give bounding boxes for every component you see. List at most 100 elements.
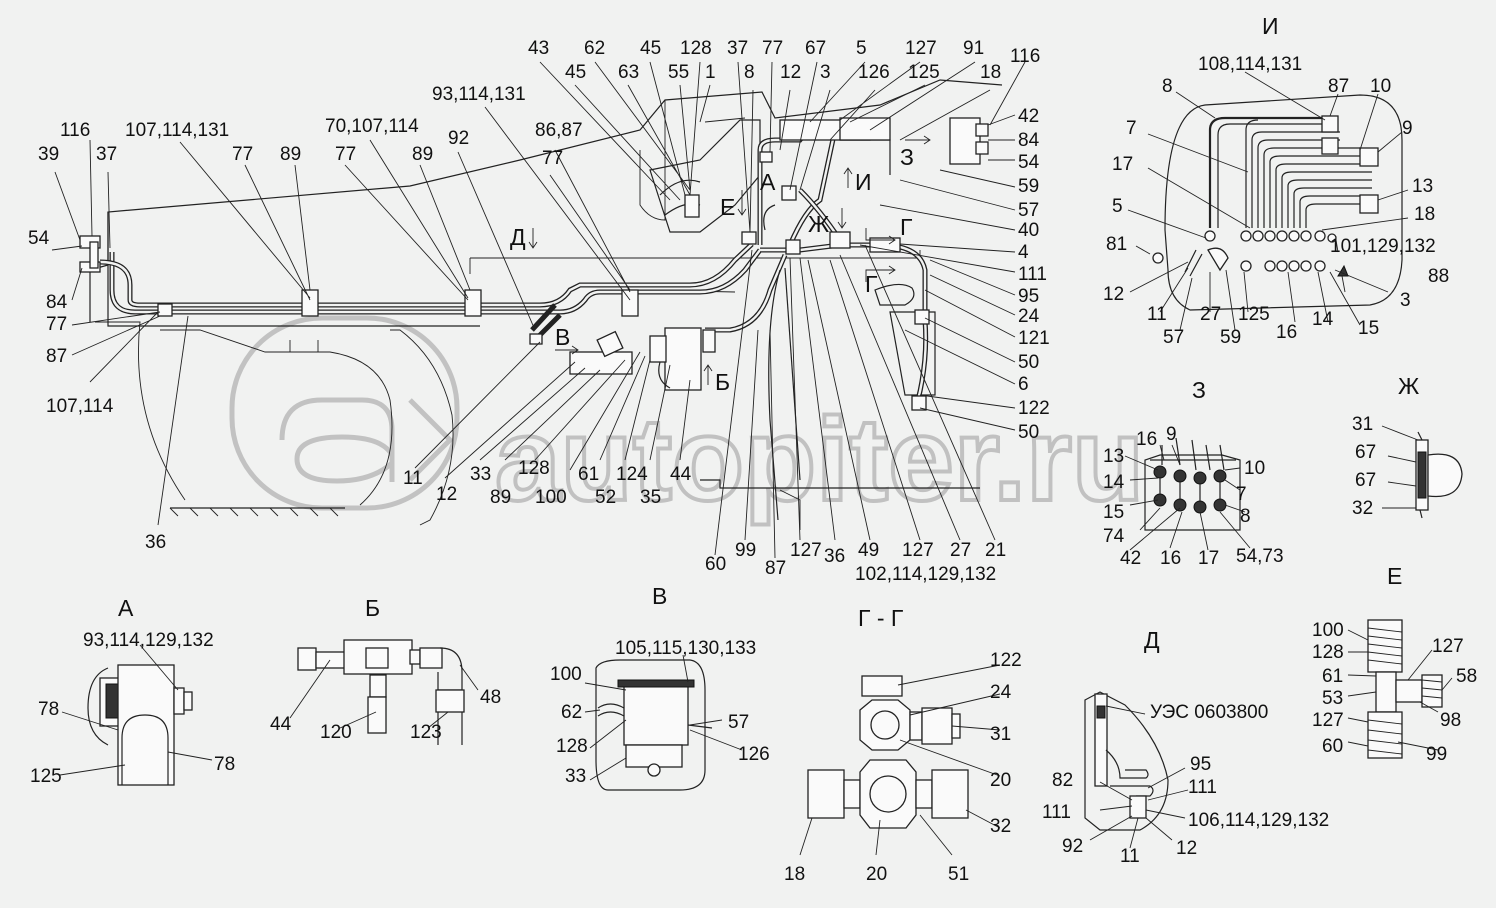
callout-label: 122 xyxy=(990,650,1022,671)
section-v: В 105,115,130,133 100 62 128 33 57 126 xyxy=(550,583,770,791)
callout-label: 107,114 xyxy=(46,396,114,417)
callout-label: 62 xyxy=(561,702,582,723)
callout-label: 100 xyxy=(535,487,567,508)
callout-label: 111 xyxy=(1188,777,1217,798)
callout-label: 127 xyxy=(790,540,822,561)
callout-label: 4 xyxy=(1018,242,1029,263)
callout-label: 13 xyxy=(1412,176,1433,197)
main-components xyxy=(79,117,989,411)
callout-label: 11 xyxy=(403,468,423,489)
callout-label: 50 xyxy=(1018,422,1039,443)
callout-label: 5 xyxy=(856,38,867,59)
callout-label: 12 xyxy=(1103,284,1124,305)
callout-label: 92 xyxy=(448,128,469,149)
callout-label: 126 xyxy=(738,744,770,765)
callout-label: 32 xyxy=(1352,498,1373,519)
callout-label: 35 xyxy=(640,487,661,508)
callout-label: 89 xyxy=(490,487,511,508)
callout-label: 93,114,129,132 xyxy=(83,630,214,651)
callout-label: 125 xyxy=(908,62,940,83)
callout-label: 93,114,131 xyxy=(432,84,526,105)
callout-label: 59 xyxy=(1220,327,1241,348)
callout-label: 120 xyxy=(320,722,352,743)
callout-label: 67 xyxy=(805,38,826,59)
section-title: Д xyxy=(1144,627,1160,653)
section-title: Е xyxy=(1387,563,1402,589)
callout-label: 7 xyxy=(1126,118,1137,139)
view-marker: Б xyxy=(715,369,730,395)
callout-label: 36 xyxy=(824,546,845,567)
callout-label: 77 xyxy=(762,38,783,59)
callout-label: 20 xyxy=(866,864,887,885)
callout-label: 128 xyxy=(1312,642,1344,663)
callout-label: 6 xyxy=(1018,374,1029,395)
view-marker: Е xyxy=(720,194,735,220)
callout-label: 14 xyxy=(1103,472,1125,493)
callout-label: 9 xyxy=(1166,424,1177,445)
view-marker: Ж xyxy=(808,211,829,237)
callout-label: 63 xyxy=(618,62,639,83)
main-leaders xyxy=(51,61,1026,559)
callout-label: 3 xyxy=(820,62,831,83)
callout-label: 86,87 xyxy=(535,120,583,141)
view-marker: И xyxy=(855,169,872,195)
callout-label: 9 xyxy=(1402,118,1413,139)
section-title: Б xyxy=(365,595,380,621)
callout-label: 8 xyxy=(1162,76,1173,97)
callout-label: 42 xyxy=(1120,548,1141,569)
callout-label: 60 xyxy=(1322,736,1343,757)
callout-label: 58 xyxy=(1456,666,1477,687)
callout-label: 50 xyxy=(1018,352,1039,373)
callout-label: 57 xyxy=(728,712,749,733)
callout-label: 61 xyxy=(1322,666,1343,687)
callout-label: 15 xyxy=(1358,318,1379,339)
callout-label: 123 xyxy=(410,722,442,743)
callout-label: 108,114,131 xyxy=(1198,54,1302,75)
callout-label: 67 xyxy=(1355,442,1376,463)
callout-label: 14 xyxy=(1312,309,1334,330)
callout-label: 100 xyxy=(1312,620,1344,641)
callout-label: 57 xyxy=(1018,200,1039,221)
callout-label: 7 xyxy=(1236,484,1247,505)
callout-label: 24 xyxy=(1018,306,1040,327)
section-b: Б 44 120 123 48 xyxy=(270,595,501,745)
callout-label: 87 xyxy=(765,558,786,579)
section-d: Д УЭС 0603800 95 82 111 111 106,114,129,… xyxy=(1042,627,1329,867)
view-marker: А xyxy=(760,169,776,195)
callout-label: 18 xyxy=(980,62,1001,83)
callout-label: 99 xyxy=(1426,744,1447,765)
callout-label: 40 xyxy=(1018,220,1039,241)
section-title: А xyxy=(118,595,134,621)
callout-label: 42 xyxy=(1018,106,1039,127)
callout-label: 12 xyxy=(780,62,801,83)
callout-label: 70,107,114 xyxy=(325,116,419,137)
callout-label: 116 xyxy=(1010,46,1040,67)
callout-label: 105,115,130,133 xyxy=(615,638,756,659)
callout-label: 11 xyxy=(1147,304,1167,325)
callout-label: 18 xyxy=(784,864,805,885)
callout-label: 81 xyxy=(1106,234,1127,255)
callout-label: 10 xyxy=(1244,458,1265,479)
section-title: Ж xyxy=(1398,373,1419,399)
callout-label: 67 xyxy=(1355,470,1376,491)
callout-label: 107,114,131 xyxy=(125,120,229,141)
callout-label: 12 xyxy=(436,484,457,505)
callout-label: 125 xyxy=(30,766,62,787)
callout-label: 88 xyxy=(1428,266,1449,287)
callout-label: 111 xyxy=(1018,264,1047,285)
callout-label: 45 xyxy=(565,62,586,83)
callout-label: 77 xyxy=(542,148,563,169)
section-title: З xyxy=(1192,377,1206,403)
callout-label: 62 xyxy=(584,38,605,59)
callout-label: 106,114,129,132 xyxy=(1188,810,1329,831)
callout-label: 49 xyxy=(858,540,879,561)
callout-label: 33 xyxy=(565,766,586,787)
section-z: З 16 9 13 10 14 7 15 8 74 42 16 17 54,73 xyxy=(1103,377,1284,569)
callout-label: 127 xyxy=(902,540,934,561)
callout-label: 31 xyxy=(1352,414,1373,435)
callout-label: 98 xyxy=(1440,710,1461,731)
callout-label: 99 xyxy=(735,540,756,561)
callout-label: 16 xyxy=(1160,548,1181,569)
callout-label: 84 xyxy=(46,292,68,313)
